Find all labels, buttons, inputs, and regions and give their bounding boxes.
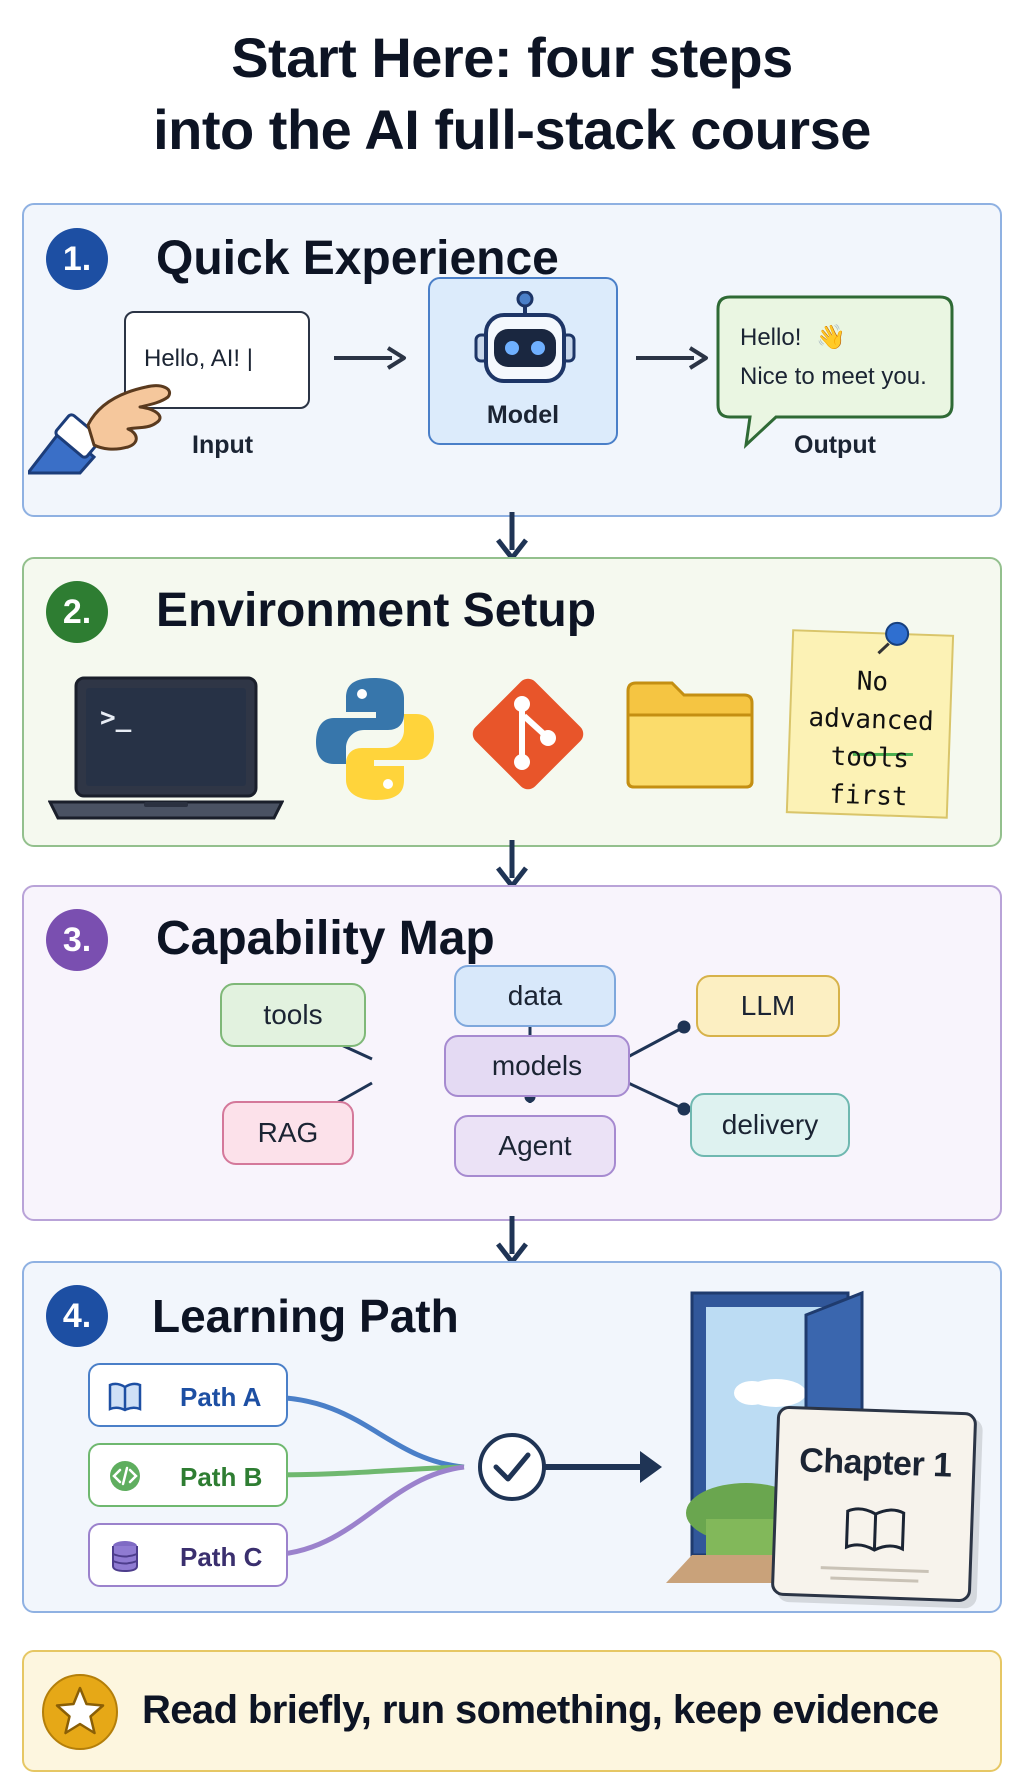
node-rag: RAG [222,1101,354,1165]
node-models: models [444,1035,630,1097]
node-agent: Agent [454,1115,616,1177]
node-tools: tools [220,983,366,1047]
path-b-button[interactable]: Path B [88,1443,288,1507]
arrow-right-icon [636,346,708,370]
output-line-1: Hello! 👋 [740,323,846,352]
note-line-2: advanced [807,702,935,738]
chapter-card: Chapter 1 [770,1405,978,1603]
step-number-2: 2. [46,581,108,643]
sticky-note: No advanced tools first [783,621,960,824]
output-line-2: Nice to meet you. [740,363,927,390]
section-heading-2: Environment Setup [156,584,597,637]
arrow-down-icon [496,512,528,561]
path-b-label: Path B [180,1462,263,1492]
pushpin-icon [877,621,910,655]
python-icon [316,678,434,800]
footer-banner: Read briefly, run something, keep eviden… [22,1650,1002,1772]
arrow-down-icon [496,1216,528,1265]
title-line-2: into the AI full-stack course [153,98,871,161]
section-heading-1: Quick Experience [156,232,559,285]
path-flow-lines [265,1394,662,1558]
code-icon [110,1461,140,1491]
section-environment-setup: 2. Environment Setup >_ [22,557,1002,847]
output-greeting: Hello! [740,324,802,351]
path-a-button[interactable]: Path A [88,1363,288,1427]
section-capability-map: 3. Capability Map tools data LLM models … [22,885,1002,1221]
section-heading-4: Learning Path [152,1290,459,1342]
laptop-terminal-icon: >_ [48,676,284,820]
node-llm: LLM [696,975,840,1037]
section-quick-experience: 1. Quick Experience Hello, AI! | Input M… [22,203,1002,517]
page-title: Start Here: four steps into the AI full-… [0,22,1024,166]
open-book-icon [844,1507,906,1552]
arrow-right-icon [334,346,406,370]
note-line-3: tools first [828,741,910,813]
chapter-title: Chapter 1 [798,1441,953,1485]
step-number-1: 1. [46,228,108,290]
section-learning-path: 4. Learning Path Path A Path B Path C [22,1261,1002,1613]
path-c-button[interactable]: Path C [88,1523,288,1587]
step-number-3: 3. [46,909,108,971]
node-data: data [454,965,616,1027]
star-icon [42,1674,118,1750]
database-icon [112,1541,138,1573]
hand-pointer-icon [28,384,171,475]
book-icon [108,1382,142,1412]
robot-icon [474,291,576,383]
speech-bubble-icon [716,295,954,449]
node-delivery: delivery [690,1093,850,1157]
step-number-4: 4. [46,1285,108,1347]
git-icon [472,678,584,790]
title-line-1: Start Here: four steps [231,26,793,89]
path-a-label: Path A [180,1382,262,1412]
footer-text: Read briefly, run something, keep eviden… [142,1688,939,1732]
input-text: Hello, AI! | [144,345,253,372]
terminal-prompt: >_ [100,703,132,733]
waving-hand-icon: 👋 [816,324,846,351]
section-heading-3: Capability Map [156,912,495,965]
path-c-label: Path C [180,1542,263,1572]
arrow-down-icon [496,840,528,889]
output-label: Output [794,431,876,459]
model-label: Model [486,401,560,429]
note-line-1: No [856,666,889,698]
model-box: Model [428,277,618,445]
input-label: Input [192,431,254,459]
folder-icon [626,681,754,789]
